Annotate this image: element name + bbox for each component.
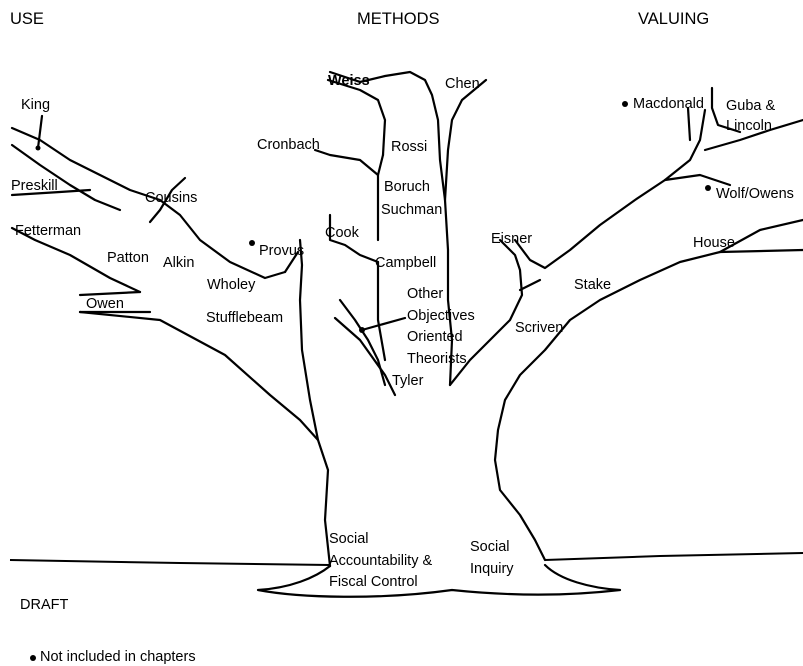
trunk-left — [80, 312, 330, 566]
label-eisner: Eisner — [491, 231, 532, 248]
label-patton: Patton — [107, 250, 149, 267]
rossi-branch — [328, 80, 385, 155]
label-king: King — [21, 97, 50, 114]
objectives-pointer — [362, 318, 405, 330]
ground-line-left — [10, 560, 330, 565]
label-tyler: Tyler — [392, 373, 423, 390]
label-owen: Owen — [86, 296, 124, 313]
label-other-objectives: Other Objectives Oriented Theorists — [407, 284, 493, 370]
label-social-inquiry: Social Inquiry — [470, 537, 530, 580]
label-rossi: Rossi — [391, 139, 427, 156]
label-cousins: Cousins — [145, 190, 197, 207]
legend-marker-dot — [30, 655, 36, 661]
label-fetterman: Fetterman — [15, 223, 81, 240]
king-twig — [38, 116, 42, 148]
label-social-accountability: Social Accountability & Fiscal Control — [329, 529, 454, 594]
wolf-owens-marker-dot — [705, 185, 711, 191]
objectives-marker-dot — [359, 327, 365, 333]
stake-branch — [520, 280, 540, 290]
label-scriven: Scriven — [515, 320, 563, 337]
label-house: House — [693, 235, 735, 252]
macdonald-marker-dot — [622, 101, 628, 107]
label-campbell: Campbell — [375, 255, 436, 272]
label-guba-lincoln: Guba & Lincoln — [726, 96, 790, 136]
cronbach-branch — [315, 150, 378, 175]
label-alkin: Alkin — [163, 255, 194, 272]
ground-line-right — [545, 553, 803, 560]
label-suchman: Suchman — [381, 202, 442, 219]
eisner-branch — [515, 110, 705, 268]
methods-left-stem — [300, 240, 318, 440]
boruch-stem — [378, 155, 383, 240]
provus-marker-dot — [249, 240, 255, 246]
label-macdonald: Macdonald — [633, 96, 704, 113]
label-wolf-owens: Wolf/Owens — [716, 186, 794, 203]
label-cook: Cook — [325, 225, 359, 242]
label-preskill: Preskill — [11, 178, 58, 195]
label-weiss: Weiss — [328, 73, 370, 90]
owen-branch-upper — [80, 292, 140, 295]
legend-text: Not included in chapters — [40, 649, 196, 666]
heading-methods: METHODS — [357, 10, 440, 30]
king-marker-dot — [36, 146, 41, 151]
label-provus: Provus — [259, 243, 304, 260]
label-stake: Stake — [574, 277, 611, 294]
label-stufflebeam: Stufflebeam — [206, 310, 283, 327]
label-chen: Chen — [445, 76, 480, 93]
campbell-stem — [378, 262, 385, 360]
valuing-branch — [665, 175, 730, 185]
trunk-right — [495, 250, 803, 560]
draft-label: DRAFT — [20, 597, 68, 614]
heading-valuing: VALUING — [638, 10, 709, 30]
label-wholey: Wholey — [207, 277, 255, 294]
label-cronbach: Cronbach — [257, 137, 320, 154]
label-boruch: Boruch — [384, 179, 430, 196]
heading-use: USE — [10, 10, 44, 30]
